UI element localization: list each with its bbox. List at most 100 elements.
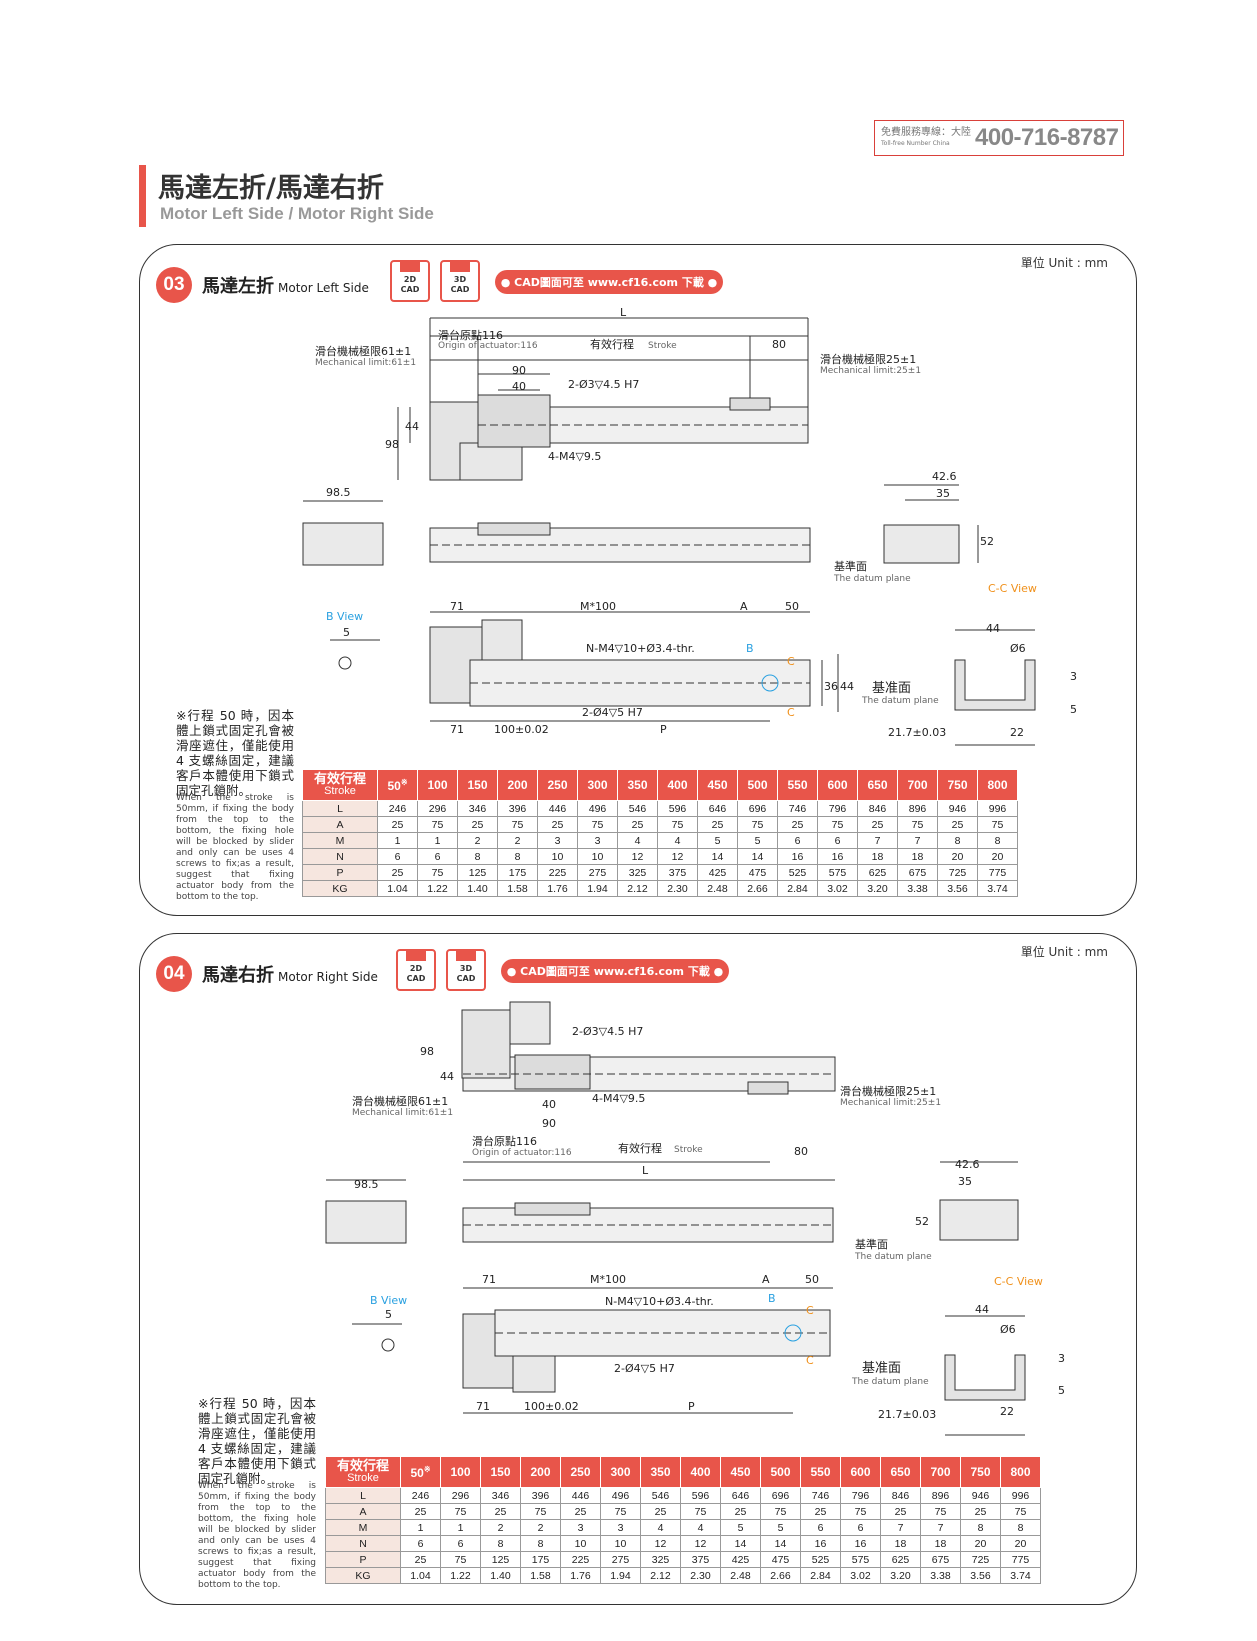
table-cell: 14	[737, 848, 778, 865]
table-cell: 75	[417, 864, 458, 881]
table-cell: 25	[617, 816, 658, 833]
table-cell: 25	[480, 1503, 521, 1520]
table-cell: 25	[857, 816, 898, 833]
table-cell: 746	[777, 800, 818, 817]
table-cell: 10	[560, 1535, 601, 1552]
stroke-header: 450	[697, 769, 738, 801]
row-label: KG	[302, 880, 378, 897]
table-cell: 346	[480, 1487, 521, 1504]
table-cell: 5	[760, 1519, 801, 1536]
table-cell: 2	[457, 832, 498, 849]
table-cell: 775	[977, 864, 1018, 881]
section-subtitle: Motor Left Side / Motor Right Side	[160, 204, 434, 223]
table-cell: 2	[520, 1519, 561, 1536]
table-cell: 75	[657, 816, 698, 833]
table-cell: 2.66	[760, 1567, 801, 1584]
table-cell: 596	[657, 800, 698, 817]
cad-download-link[interactable]: ● CAD圖面可至 www.cf16.com 下載 ●	[495, 270, 723, 294]
table-cell: 575	[817, 864, 858, 881]
stroke-note-en: When the stroke is 50mm, if fixing the b…	[198, 1481, 316, 1590]
table-cell: 75	[920, 1503, 961, 1520]
table-cell: 2.30	[657, 880, 698, 897]
stroke-header: 650	[880, 1456, 921, 1488]
table-cell: 10	[600, 1535, 641, 1552]
hotline-number: 400-716-8787	[975, 124, 1119, 151]
table-cell: 725	[937, 864, 978, 881]
table-cell: 6	[800, 1519, 841, 1536]
table-cell: 12	[617, 848, 658, 865]
stroke-header: 450	[720, 1456, 761, 1488]
table-cell: 775	[1000, 1551, 1041, 1568]
table-cell: 25	[697, 816, 738, 833]
stroke-header: 500	[760, 1456, 801, 1488]
row-label: P	[325, 1551, 401, 1568]
table-cell: 16	[817, 848, 858, 865]
stroke-header: 800	[1000, 1456, 1041, 1488]
table-cell: 2	[480, 1519, 521, 1536]
table-cell: 3	[577, 832, 618, 849]
table-cell: 446	[560, 1487, 601, 1504]
table-cell: 346	[457, 800, 498, 817]
table-cell: 75	[817, 816, 858, 833]
table-cell: 75	[1000, 1503, 1041, 1520]
table-cell: 475	[760, 1551, 801, 1568]
table-cell: 8	[497, 848, 538, 865]
table-cell: 225	[560, 1551, 601, 1568]
table-cell: 2.48	[720, 1567, 761, 1584]
table-cell: 375	[680, 1551, 721, 1568]
stroke-header: 50※	[377, 769, 418, 801]
table-cell: 8	[1000, 1519, 1041, 1536]
table-cell: 296	[417, 800, 458, 817]
table-cell: 8	[457, 848, 498, 865]
table-head-cn: 有效行程	[336, 1458, 389, 1473]
table-cell: 3.74	[1000, 1567, 1041, 1584]
table-cell: 796	[817, 800, 858, 817]
table-cell: 10	[577, 848, 618, 865]
stroke-header: 700	[897, 769, 938, 801]
table-cell: 5	[737, 832, 778, 849]
table-cell: 125	[457, 864, 498, 881]
table-cell: 10	[537, 848, 578, 865]
table-cell: 2.12	[640, 1567, 681, 1584]
table-cell: 2.30	[680, 1567, 721, 1584]
stroke-header: 800	[977, 769, 1018, 801]
table-cell: 4	[617, 832, 658, 849]
row-label: N	[302, 848, 378, 865]
table-cell: 4	[680, 1519, 721, 1536]
table-cell: 746	[800, 1487, 841, 1504]
table-cell: 7	[920, 1519, 961, 1536]
cad-download-link[interactable]: ● CAD圖面可至 www.cf16.com 下載 ●	[501, 959, 729, 983]
table-cell: 6	[440, 1535, 481, 1552]
table-cell: 396	[520, 1487, 561, 1504]
table-cell: 6	[417, 848, 458, 865]
stroke-header: 550	[777, 769, 818, 801]
table-cell: 4	[640, 1519, 681, 1536]
table-cell: 675	[897, 864, 938, 881]
table-cell: 525	[777, 864, 818, 881]
table-cell: 75	[417, 816, 458, 833]
table-head-en: Stroke	[324, 785, 356, 797]
table-cell: 646	[697, 800, 738, 817]
table-cell: 20	[1000, 1535, 1041, 1552]
table-cell: 246	[377, 800, 418, 817]
table-cell: 1.58	[497, 880, 538, 897]
table-cell: 75	[737, 816, 778, 833]
table-cell: 20	[937, 848, 978, 865]
table-cell: 525	[800, 1551, 841, 1568]
table-cell: 75	[440, 1551, 481, 1568]
table-cell: 16	[840, 1535, 881, 1552]
table-cell: 75	[520, 1503, 561, 1520]
table-cell: 25	[937, 816, 978, 833]
